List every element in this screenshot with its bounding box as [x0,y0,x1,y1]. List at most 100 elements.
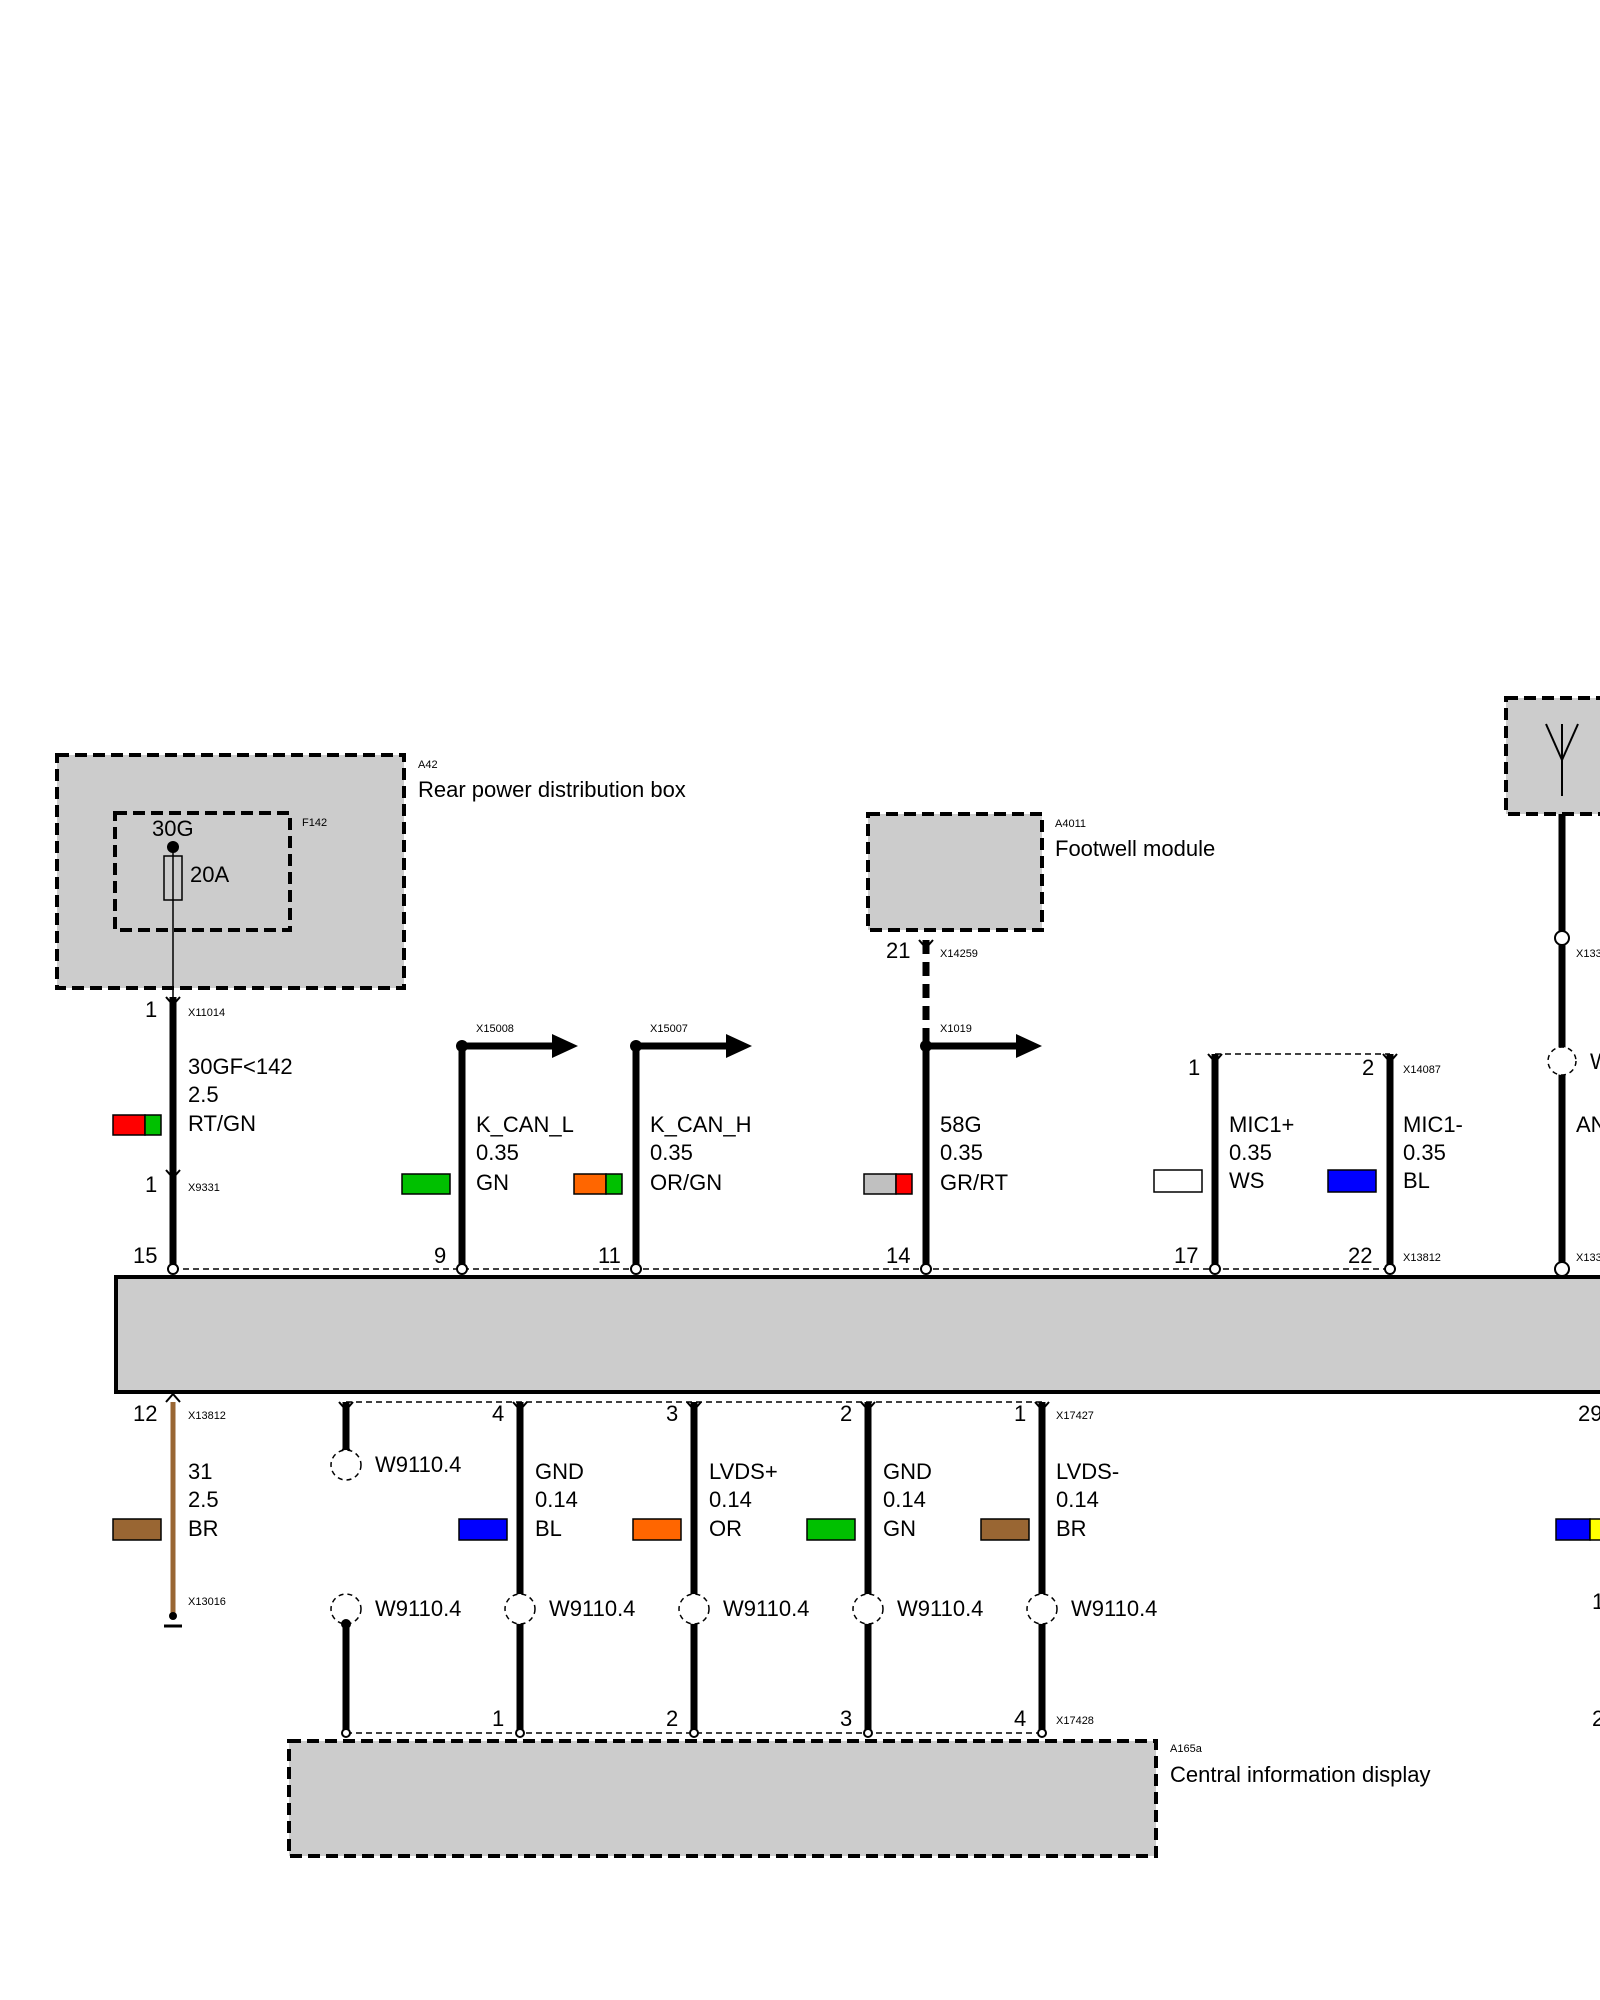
pin-right-c: 2 [1592,1706,1600,1731]
conn-x14087: X14087 [1403,1064,1441,1076]
wire-ground-31: 12 X13812 31 2.5 BR X13016 [112,1392,226,1628]
wire-lvdsm-color: BR [1056,1516,1087,1541]
pin-right-module: 29 [1578,1401,1600,1426]
conn-x13812-top: X13812 [1403,1252,1441,1264]
wire-lvds-minus: W9110.4 1 X17427 LVDS- 0.14 BR 4 X17428 [980,1401,1157,1733]
wire-mic1m-color: BL [1403,1168,1430,1193]
pin-lvdsp-module: 3 [666,1401,678,1426]
wire-gnd-bl-size: 0.14 [535,1487,578,1512]
shield-label-4: W9110.4 [723,1596,809,1621]
wire-mic1p-signal: MIC1+ [1229,1112,1294,1137]
antenna-component [1504,696,1600,816]
swatch-gnd-gn [806,1518,856,1541]
shield-label-6: W9110.4 [1071,1596,1157,1621]
swatch-right-2 [1589,1518,1600,1541]
central-information-display [287,1739,1158,1858]
wire-lvdsp-signal: LVDS+ [709,1459,778,1484]
wire-kcanh-signal: K_CAN_H [650,1112,751,1137]
pin-mic1p-a: 1 [1188,1055,1200,1080]
wire-mic1p-color: WS [1229,1168,1264,1193]
conn-x15008: X15008 [476,1023,514,1035]
wire-lvdsp-color: OR [709,1516,742,1541]
swatch-power-1 [112,1114,146,1136]
swatch-lvdsm [980,1518,1030,1541]
fuse-terminal: 30G [152,816,194,841]
wire-gnd-bl-signal: GND [535,1459,584,1484]
wire-gnd-bl-color: BL [535,1516,562,1541]
swatch-kcanh-1 [573,1173,607,1195]
fuse-box-f142 [113,811,292,932]
conn-x11014: X11014 [188,1007,225,1019]
shield-label-5: W9110.4 [897,1596,983,1621]
conn-x17428: X17428 [1056,1715,1094,1727]
wire-power-color: RT/GN [188,1111,256,1136]
wire-58g-color: GR/RT [940,1170,1008,1195]
wire-lvdsm-signal: LVDS- [1056,1459,1119,1484]
wire-lvds-plus: W9110.4 3 LVDS+ 0.14 OR 2 [632,1401,809,1733]
swatch-kcanh-2 [605,1173,623,1195]
swatch-kcanl [401,1173,451,1195]
pin-mic1p-module: 17 [1174,1243,1198,1268]
pin-lvdsm-cid: 4 [1014,1706,1026,1731]
ref-a165a: A165a [1170,1743,1203,1755]
label-rear-power-box: Rear power distribution box [418,777,686,802]
wire-gnd31-size: 2.5 [188,1487,219,1512]
shield-label-3: W9110.4 [549,1596,635,1621]
wire-gnd-gn-signal: GND [883,1459,932,1484]
wire-power-signal: 30GF<142 [188,1054,293,1079]
pin-58g-a: 21 [886,938,910,963]
conn-x133-b: X133 [1576,1252,1600,1264]
label-footwell-module: Footwell module [1055,836,1215,861]
pin-gnd-gn-cid: 3 [840,1706,852,1731]
wire-kcanl-color: GN [476,1170,509,1195]
swatch-58g-2 [895,1173,913,1195]
swatch-gnd31 [112,1518,162,1541]
wire-gnd31-signal: 31 [188,1459,212,1484]
wire-kcanh-size: 0.35 [650,1140,693,1165]
pin-lvdsp-cid: 2 [666,1706,678,1731]
wire-gnd31-color: BR [188,1516,219,1541]
wire-antenna: X133 W AN X133 [1547,814,1600,1277]
antenna-shield-label: W [1590,1049,1600,1074]
wire-mic1m: 2 X14087 MIC1- 0.35 BL 22 X13812 [1327,1053,1463,1275]
pin-gnd-gn-module: 2 [840,1401,852,1426]
pin-power-a: 1 [145,997,157,1022]
ref-a42: A42 [418,759,438,771]
label-cid: Central information display [1170,1762,1430,1787]
wire-gnd-bl: W9110.4 4 GND 0.14 BL 1 [458,1401,635,1733]
conn-x13016: X13016 [188,1596,226,1608]
wire-kcanl-signal: K_CAN_L [476,1112,574,1137]
conn-x133-a: X133 [1576,948,1600,960]
wire-mic1p-size: 0.35 [1229,1140,1272,1165]
conn-x1019: X1019 [940,1023,972,1035]
pin-power-b: 1 [145,1172,157,1197]
wire-kcanl: X15008 K_CAN_L 0.35 GN 9 [401,1023,578,1275]
conn-x9331: X9331 [188,1182,220,1194]
pin-58g-module: 14 [886,1243,910,1268]
swatch-gnd-bl [458,1518,508,1541]
shield-label-2: W9110.4 [375,1596,461,1621]
shield-drain: W9110.4 W9110.4 [330,1402,461,1733]
pin-power-module: 15 [133,1243,157,1268]
wire-power: 1 X11014 30GF<142 2.5 RT/GN 1 X9331 15 [112,996,293,1275]
pin-gnd31-module: 12 [133,1401,157,1426]
ref-f142: F142 [302,817,327,829]
wire-gnd-gn-color: GN [883,1516,916,1541]
swatch-power-2 [144,1114,162,1136]
wire-gnd-gn-size: 0.14 [883,1487,926,1512]
wire-kcanh-color: OR/GN [650,1170,722,1195]
wire-mic1m-signal: MIC1- [1403,1112,1463,1137]
wire-mic1p: 1 MIC1+ 0.35 WS 17 [1153,1053,1294,1275]
pin-right-b: 1 [1592,1589,1600,1614]
swatch-58g-1 [863,1173,897,1195]
antenna-signal-label: AN [1576,1112,1600,1137]
wire-gnd-gn: W9110.4 2 GND 0.14 GN 3 [806,1401,983,1733]
wire-58g: 21 X14259 X1019 58G 0.35 GR/RT 14 [863,938,1042,1275]
wire-lvdsm-size: 0.14 [1056,1487,1099,1512]
wire-lvdsp-size: 0.14 [709,1487,752,1512]
shield-label-1: W9110.4 [375,1452,461,1477]
wire-power-size: 2.5 [188,1082,219,1107]
conn-x14259: X14259 [940,948,978,960]
pin-mic1m-module: 22 [1348,1243,1372,1268]
